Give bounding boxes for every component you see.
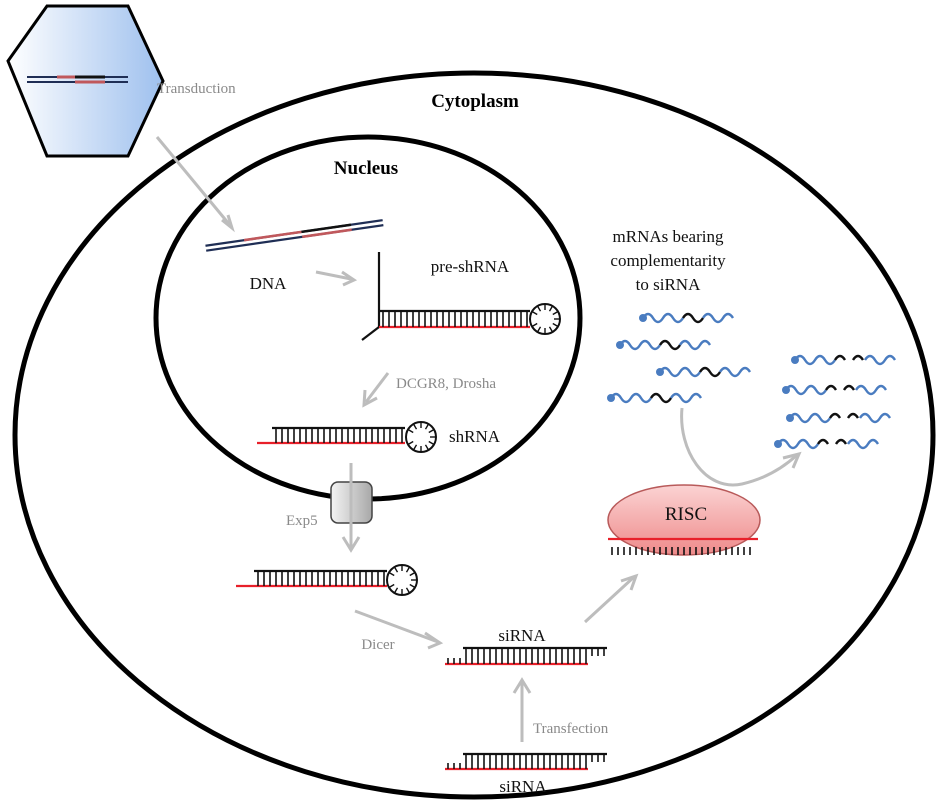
cytoplasmic-shrna bbox=[236, 564, 418, 596]
label-mrna-line3: to siRNA bbox=[636, 275, 701, 294]
nuclear-dna bbox=[205, 219, 384, 252]
cell-membrane bbox=[12, 70, 936, 800]
label-dicer: Dicer bbox=[361, 637, 394, 653]
label-dcgr8-drosha: DCGR8, Drosha bbox=[396, 376, 496, 392]
label-dna: DNA bbox=[250, 274, 288, 293]
label-cytoplasm: Cytoplasm bbox=[431, 91, 519, 112]
nucleus-membrane bbox=[153, 134, 583, 502]
pathway-arrows bbox=[155, 136, 802, 742]
label-risc: RISC bbox=[665, 504, 707, 525]
label-nucleus: Nucleus bbox=[334, 158, 398, 179]
viral-vector bbox=[6, 4, 165, 158]
label-mrna-line2: complementarity bbox=[610, 251, 726, 270]
cleaved-mrnas bbox=[774, 354, 897, 450]
label-exp5: Exp5 bbox=[286, 513, 318, 529]
label-mrna-line1: mRNAs bearing bbox=[613, 227, 724, 246]
label-shrna: shRNA bbox=[449, 427, 501, 446]
target-mrnas bbox=[607, 312, 752, 404]
label-transduction: Transduction bbox=[157, 81, 236, 97]
label-sirna-mid: siRNA bbox=[498, 626, 546, 645]
sirna-duplex-bottom bbox=[445, 752, 607, 771]
label-pre-shrna: pre-shRNA bbox=[431, 257, 510, 276]
risc-complex bbox=[607, 484, 761, 556]
shrna-structure bbox=[257, 421, 437, 453]
label-sirna-bottom: siRNA bbox=[499, 777, 547, 796]
sirna-duplex-mid bbox=[445, 646, 607, 666]
pre-shrna-structure bbox=[361, 252, 561, 341]
label-transfection: Transfection bbox=[533, 721, 609, 737]
